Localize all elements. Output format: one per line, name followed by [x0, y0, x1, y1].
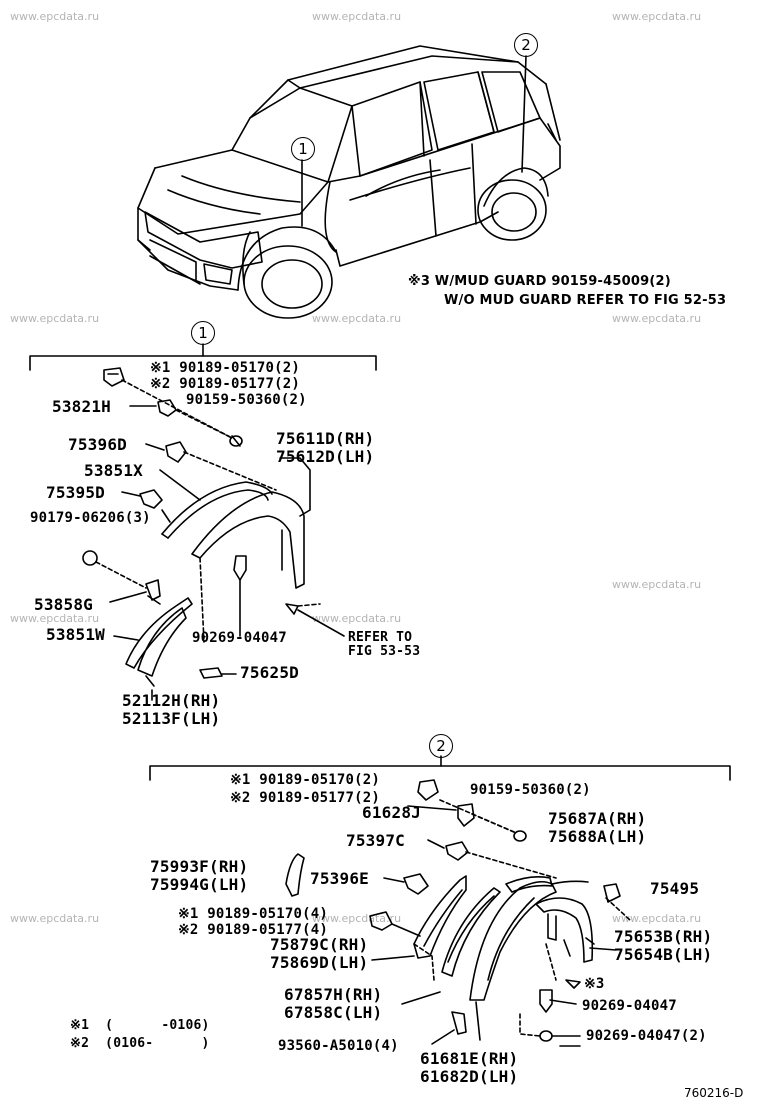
footnote-2: ※2 (0106- )	[70, 1036, 210, 1051]
g2-note4-s1: ※1 90189-05170(4)	[178, 906, 328, 922]
part-75395D: 75395D	[46, 483, 105, 502]
refer-to-line2: FIG 53-53	[348, 644, 421, 659]
watermark: www.epcdata.ru	[10, 312, 100, 325]
callout-2-car: 2	[514, 33, 538, 57]
part-53851W: 53851W	[46, 625, 105, 644]
part-67857H: 67857H(RH)	[284, 985, 383, 1004]
part-90269-04047: 90269-04047	[192, 630, 287, 646]
part-52113F: 52113F(LH)	[122, 709, 221, 728]
part-53858G: 53858G	[34, 595, 93, 614]
s3-marker: ※3	[584, 976, 605, 992]
part-75611D: 75611D(RH)	[276, 429, 375, 448]
part-90159-50360: 90159-50360(2)	[186, 392, 307, 408]
part-75994G: 75994G(LH)	[150, 875, 249, 894]
watermark: www.epcdata.ru	[312, 312, 402, 325]
callout-1-car: 1	[291, 137, 315, 161]
part-61681E: 61681E(RH)	[420, 1049, 519, 1068]
watermark: www.epcdata.ru	[612, 578, 702, 591]
watermark: www.epcdata.ru	[612, 10, 702, 23]
g2-note-s1: ※1 90189-05170(2)	[230, 772, 380, 788]
watermark: www.epcdata.ru	[10, 612, 100, 625]
part-75654B: 75654B(LH)	[614, 945, 713, 964]
part-53821H: 53821H	[52, 397, 111, 416]
watermark: www.epcdata.ru	[312, 612, 402, 625]
watermark: www.epcdata.ru	[312, 10, 402, 23]
watermark: www.epcdata.ru	[612, 912, 702, 925]
part-90269-04047-g2a: 90269-04047	[582, 998, 677, 1014]
part-61628J: 61628J	[362, 803, 421, 822]
vehicle-drawing	[137, 45, 561, 319]
part-67858C: 67858C(LH)	[284, 1003, 383, 1022]
part-90159-50360-g2: 90159-50360(2)	[470, 782, 591, 798]
g2-note4-s2: ※2 90189-05177(4)	[178, 922, 328, 938]
watermark: www.epcdata.ru	[312, 912, 402, 925]
mud-guard-note-line2: W/O MUD GUARD REFER TO FIG 52-53	[444, 293, 727, 308]
part-75397C: 75397C	[346, 831, 405, 850]
watermark: www.epcdata.ru	[612, 312, 702, 325]
part-90269-04047-g2b: 90269-04047(2)	[586, 1028, 707, 1044]
g2-note-s2: ※2 90189-05177(2)	[230, 790, 380, 806]
part-75993F: 75993F(RH)	[150, 857, 249, 876]
part-90179-06206: 90179-06206(3)	[30, 510, 151, 526]
part-61682D: 61682D(LH)	[420, 1067, 519, 1086]
part-75688A: 75688A(LH)	[548, 827, 647, 846]
part-75879C: 75879C(RH)	[270, 935, 369, 954]
callout-1-group: 1	[191, 321, 215, 345]
part-75396D: 75396D	[68, 435, 127, 454]
refer-to-line1: REFER TO	[348, 630, 413, 645]
part-93560-A5010: 93560-A5010(4)	[278, 1038, 399, 1054]
g1-note-s1: ※1 90189-05170(2)	[150, 360, 300, 376]
part-53851X: 53851X	[84, 461, 143, 480]
mud-guard-note-line1: ※3 W/MUD GUARD 90159-45009(2)	[408, 274, 671, 289]
part-75612D: 75612D(LH)	[276, 447, 375, 466]
watermark: www.epcdata.ru	[10, 912, 100, 925]
part-75869D: 75869D(LH)	[270, 953, 369, 972]
figure-code: 760216-D	[684, 1086, 744, 1100]
part-75625D: 75625D	[240, 663, 299, 682]
g1-note-s2: ※2 90189-05177(2)	[150, 376, 300, 392]
part-75396E: 75396E	[310, 869, 369, 888]
part-75495: 75495	[650, 879, 700, 898]
footnote-1: ※1 ( -0106)	[70, 1018, 210, 1033]
watermark: www.epcdata.ru	[10, 10, 100, 23]
callout-2-group: 2	[429, 734, 453, 758]
part-75653B: 75653B(RH)	[614, 927, 713, 946]
part-52112H: 52112H(RH)	[122, 691, 221, 710]
part-75687A: 75687A(RH)	[548, 809, 647, 828]
